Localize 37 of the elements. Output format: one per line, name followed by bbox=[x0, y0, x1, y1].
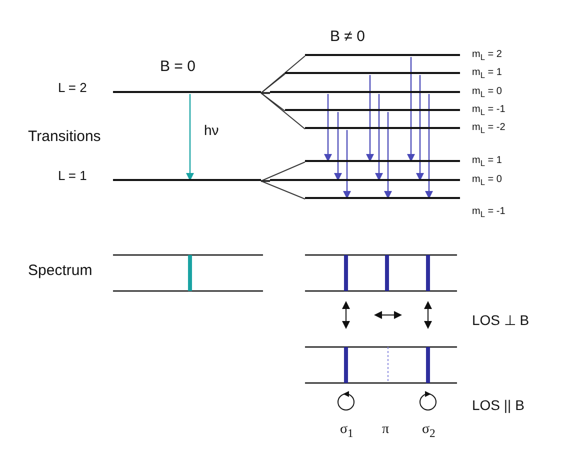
level-label: m$_{L}$ = 1 bbox=[472, 66, 502, 82]
level-label: m$_{L}$ = 0 bbox=[472, 173, 502, 189]
text-label: LOS || B bbox=[472, 397, 524, 413]
level-label: m$_{L}$ = -2 bbox=[472, 121, 506, 137]
split-line bbox=[260, 162, 306, 182]
edge-label: hν bbox=[204, 122, 219, 138]
split-line bbox=[260, 92, 286, 112]
text-label: LOS ⊥ B bbox=[472, 312, 530, 328]
level-label: L = 1 bbox=[58, 168, 87, 184]
split-line bbox=[260, 180, 306, 200]
component-label: π bbox=[382, 422, 390, 438]
level-label: m$_{L}$ = 2 bbox=[472, 48, 502, 64]
split-line bbox=[260, 92, 306, 130]
transition-arrow bbox=[375, 94, 383, 181]
level-label: m$_{L}$ = 0 bbox=[472, 85, 502, 101]
text-label: B = 0 bbox=[160, 58, 196, 75]
transition-arrow bbox=[324, 94, 332, 162]
level-label: m$_{L}$ = 1 bbox=[472, 154, 502, 170]
split-line bbox=[260, 74, 286, 94]
level-label: L = 2 bbox=[58, 80, 87, 96]
split-line bbox=[261, 92, 270, 94]
split-line bbox=[260, 56, 306, 94]
text-label: Spectrum bbox=[28, 262, 92, 279]
transition-arrow bbox=[186, 94, 194, 181]
transition-arrow bbox=[334, 112, 342, 181]
text-label: B ≠ 0 bbox=[330, 28, 365, 45]
text-label: Transitions bbox=[28, 128, 101, 145]
component-label: σ$_{1}$ bbox=[340, 422, 354, 440]
transition-arrow bbox=[407, 57, 415, 162]
transition-arrow bbox=[425, 94, 433, 199]
component-label: σ$_{2}$ bbox=[422, 422, 436, 440]
transition-arrow bbox=[384, 112, 392, 199]
transition-arrow bbox=[416, 75, 424, 181]
transition-arrow bbox=[343, 130, 351, 199]
level-label: m$_{L}$ = -1 bbox=[472, 103, 506, 119]
level-label: m$_{L}$ = -1 bbox=[472, 205, 506, 221]
transition-arrow bbox=[366, 75, 374, 162]
